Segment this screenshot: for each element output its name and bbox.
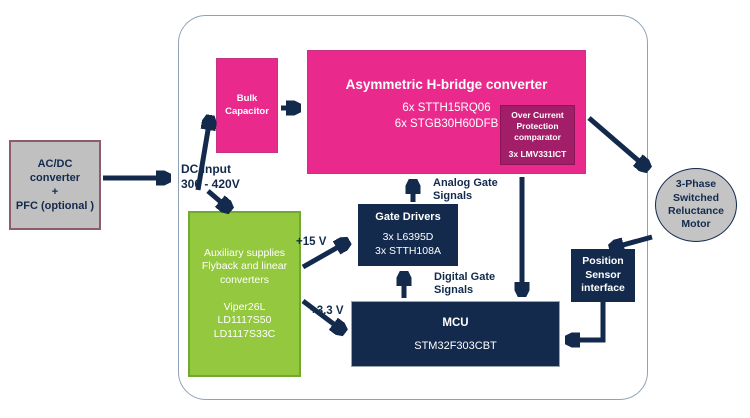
block-over-current-protection: Over Current Protection comparator 3x LM… (500, 105, 575, 165)
position-sensor-text: Sensor (585, 268, 621, 281)
h-bridge-part: 6x STGB30H60DFB (394, 117, 499, 130)
block-gate-drivers: Gate Drivers 3x L6395D 3x STTH108A (358, 204, 458, 266)
motor-text: 3-Phase (675, 178, 717, 191)
dc-input-label-line: 300 - 420V (181, 176, 240, 191)
position-sensor-text: Position (582, 255, 624, 268)
aux-text: Flyback and linear (201, 260, 288, 273)
block-mcu: MCU STM32F303CBT (351, 301, 560, 367)
dc-input-label: DC Input 300 - 420V (181, 162, 240, 191)
digital-gate-signals-line: Digital Gate (434, 271, 496, 283)
bulk-capacitor-text: Capacitor (225, 105, 269, 117)
h-bridge-part: 6x STTH15RQ06 (402, 102, 491, 114)
block-bulk-capacitor: Bulk Capacitor (216, 58, 278, 153)
analog-gate-signals-line: Analog Gate (433, 177, 498, 189)
aux-part: LD1117S50 (217, 314, 272, 327)
ocp-text: Protection (516, 121, 559, 132)
acdc-text: PFC (optional ) (15, 200, 95, 213)
gate-drivers-part: 3x L6395D (382, 231, 434, 243)
ocp-text: Over Current (511, 110, 564, 121)
bulk-capacitor-text: Bulk (236, 93, 258, 105)
mcu-part: STM32F303CBT (414, 339, 497, 352)
aux-text: converters (219, 273, 270, 286)
analog-gate-signals-line: Signals (433, 190, 473, 203)
aux-text: Auxiliary supplies (203, 246, 286, 259)
motor-text: Switched (672, 191, 720, 204)
mcu-title: MCU (442, 316, 469, 329)
motor-text: Motor (681, 218, 711, 231)
digital-gate-signals-line: Signals (434, 284, 474, 297)
digital-gate-signals-label: Digital Gate Signals (434, 271, 495, 298)
system-boundary (178, 15, 648, 400)
ocp-text: comparator (514, 132, 561, 142)
analog-gate-signals-label: Analog Gate Signals (433, 177, 498, 204)
ocp-part: 3x LMV331ICT (508, 148, 567, 159)
aux-part: LD1117S33C (213, 327, 276, 340)
gate-drivers-title: Gate Drivers (375, 211, 441, 223)
gate-drivers-part: 3x STTH108A (375, 244, 441, 257)
dc-input-label-line: DC Input (181, 162, 231, 176)
block-auxiliary-supplies: Auxiliary supplies Flyback and linear co… (188, 211, 301, 377)
h-bridge-title: Asymmetric H-bridge converter (345, 77, 548, 92)
rail-3v3-label: +3.3 V (310, 305, 344, 317)
block-motor: 3-Phase Switched Reluctance Motor (655, 168, 737, 242)
acdc-text: AC/DC (37, 157, 73, 170)
rail-15v-label: +15 V (296, 236, 327, 248)
block-acdc-converter: AC/DC converter + PFC (optional ) (9, 140, 101, 230)
position-sensor-text: interface (581, 282, 625, 295)
acdc-text: converter (29, 171, 81, 184)
aux-part: Viper26L (223, 301, 266, 313)
block-position-sensor-interface: Position Sensor interface (571, 249, 635, 302)
motor-text: Reluctance (667, 205, 725, 217)
acdc-text: + (51, 186, 59, 198)
